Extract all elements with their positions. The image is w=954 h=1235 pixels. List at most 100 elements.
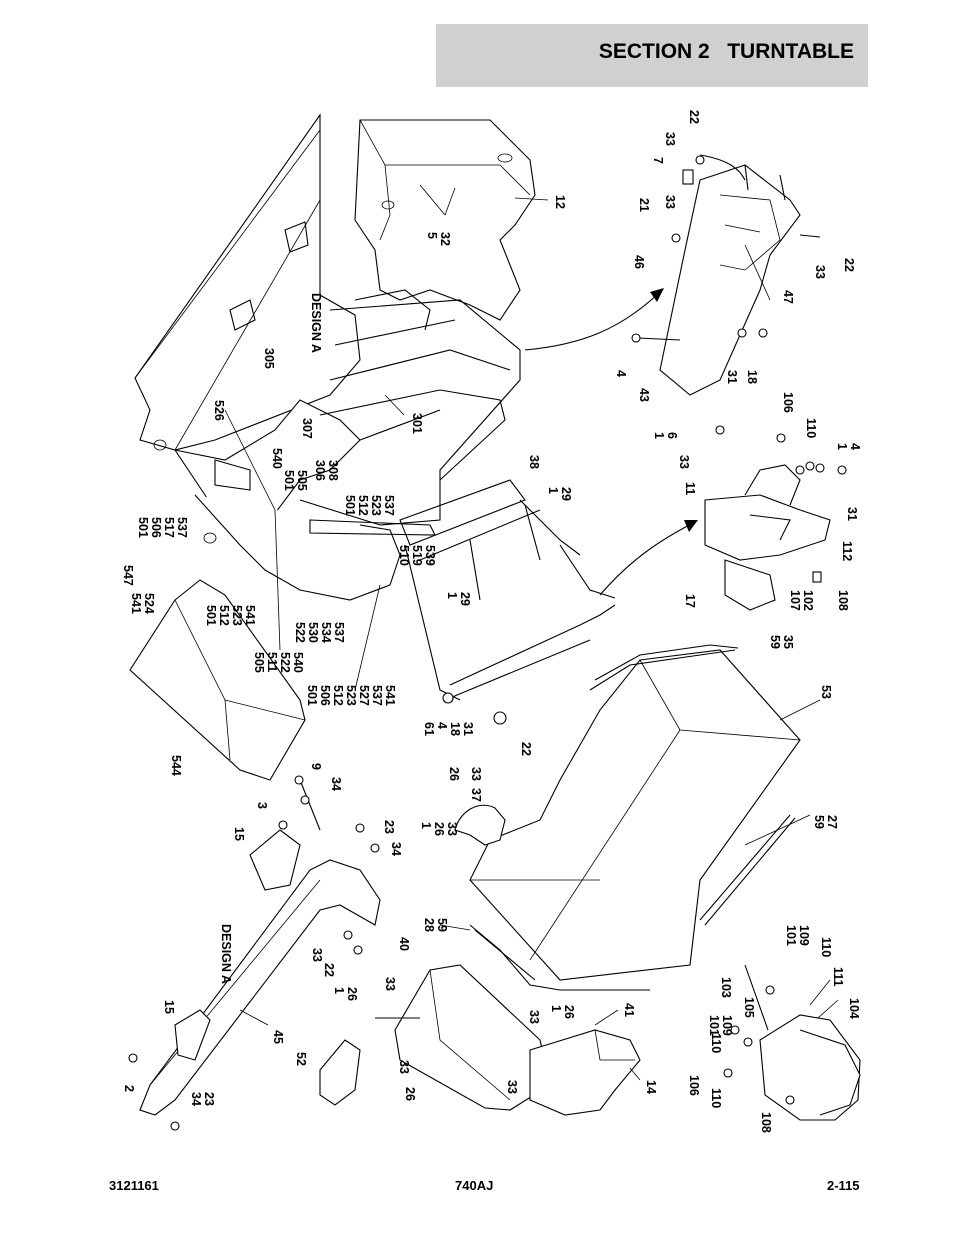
callout-547: 547 (121, 565, 135, 586)
callout-22a: 22 (687, 110, 701, 124)
rotary-frame (399, 479, 616, 725)
callout-1-26b: 126 (332, 987, 359, 1001)
callout-307: 307 (300, 418, 314, 439)
callout-14: 14 (644, 1080, 658, 1094)
callout-23a: 23 (382, 820, 396, 834)
arrow-head-upper (650, 288, 664, 302)
callout-110a: 110 (804, 418, 818, 438)
callout-26d: 26 (403, 1087, 417, 1101)
callout-group-8: 6141831 (422, 722, 475, 736)
callout-40: 40 (397, 937, 411, 951)
turntable-hood-assembly (134, 113, 536, 601)
callout-33c: 33 (813, 265, 827, 279)
callout-21: 21 (637, 198, 651, 212)
part-52 (319, 1039, 361, 1106)
callout-41: 41 (622, 1003, 636, 1017)
callout-104: 104 (847, 998, 861, 1019)
callout-111: 111 (831, 967, 845, 987)
footer-doc-number: 3121161 (109, 1178, 159, 1193)
part-544 (129, 579, 306, 781)
callout-306-308: 306308 (313, 460, 340, 481)
callout-17: 17 (683, 594, 697, 608)
callout-4a: 4 (614, 370, 628, 377)
callout-33j: 33 (505, 1080, 519, 1094)
callout-12: 12 (553, 195, 567, 209)
callout-1-6: 16 (652, 432, 679, 439)
callout-541-524: 541524 (129, 593, 156, 614)
part-45-bracket (128, 775, 381, 1131)
callout-105: 105 (742, 997, 756, 1018)
callout-34a: 34 (329, 777, 343, 791)
callout-540: 540 (270, 448, 284, 469)
callout-305: 305 (262, 348, 276, 369)
callout-11: 11 (683, 482, 697, 495)
section-title: SECTION 2 TURNTABLE (598, 40, 854, 63)
callout-108b: 108 (759, 1112, 773, 1133)
callout-45: 45 (271, 1030, 285, 1044)
footer-page-number: 2-115 (827, 1178, 860, 1193)
callout-59-35: 5935 (768, 635, 795, 649)
callout-52: 52 (294, 1052, 308, 1066)
callout-101-109a: 101109 (784, 925, 811, 946)
callout-design-a-1: DESIGN A (309, 293, 323, 353)
callout-28-59: 2859 (422, 918, 449, 932)
callout-38: 38 (527, 455, 541, 469)
callout-33d: 33 (677, 455, 691, 469)
part-41-14 (529, 1029, 641, 1116)
callout-1-26c: 126 (549, 1005, 576, 1019)
callout-33h: 33 (527, 1010, 541, 1024)
callout-group-4: 501512523541 (204, 605, 257, 626)
callout-1-29b: 129 (445, 592, 472, 606)
callout-53: 53 (819, 685, 833, 699)
section-header: SECTION 2 TURNTABLE (436, 24, 868, 87)
callout-group-7: 501506512523527537541 (305, 685, 397, 706)
footer-model: 740AJ (455, 1178, 494, 1193)
callout-33f: 33 (310, 948, 324, 962)
callout-labels: 22 33 7 21 33 46 47 33 22 4 43 31 18 12 … (121, 110, 862, 1133)
callout-47: 47 (781, 290, 795, 304)
callout-544: 544 (169, 755, 183, 776)
callout-group-3: 501506517537 (136, 517, 189, 538)
detail-arrow-upper (524, 291, 661, 351)
callout-5-32: 532 (425, 232, 452, 246)
callout-37: 37 (469, 788, 483, 802)
callout-110b: 110 (819, 937, 833, 957)
callout-526: 526 (212, 400, 226, 421)
valve-bracket-detail (704, 425, 847, 611)
detail-arrow-lower (599, 521, 696, 596)
arrow-head-lower (684, 520, 698, 532)
callout-108a: 108 (836, 590, 850, 611)
callout-34b: 34 (389, 842, 403, 856)
callout-18a: 18 (745, 370, 759, 384)
callout-33e: 33 (469, 767, 483, 781)
callout-33i: 33 (397, 1060, 411, 1074)
callout-34-23: 3423 (189, 1092, 216, 1106)
part-53 (469, 644, 801, 991)
callout-1-29a: 129 (546, 487, 573, 501)
callout-46: 46 (632, 255, 646, 269)
callout-107-102: 107102 (788, 590, 815, 611)
callout-110c: 110 (709, 1033, 723, 1053)
callout-group-2: 510519539 (397, 545, 437, 566)
callout-33g: 33 (383, 977, 397, 991)
callout-31a: 31 (725, 370, 739, 384)
callout-22b: 22 (842, 258, 856, 272)
callout-33b: 33 (663, 195, 677, 209)
callout-112: 112 (840, 541, 854, 561)
callout-2: 2 (122, 1085, 136, 1092)
callout-106a: 106 (781, 392, 795, 413)
callout-103: 103 (719, 977, 733, 998)
callout-group-5: 505511522540 (252, 652, 305, 673)
callout-101-109b: 101109 (707, 1015, 734, 1036)
callout-43: 43 (637, 388, 651, 402)
callout-15b: 15 (162, 1000, 176, 1014)
callout-31b: 31 (845, 507, 859, 521)
callout-3: 3 (255, 802, 269, 809)
callout-22d: 22 (322, 963, 336, 977)
part-40 (375, 964, 551, 1111)
counterweight-mount-detail (631, 154, 821, 396)
callout-1-4: 14 (835, 443, 862, 450)
callout-501-505: 501505 (282, 470, 309, 491)
callout-group-6: 522530534537 (293, 622, 346, 643)
